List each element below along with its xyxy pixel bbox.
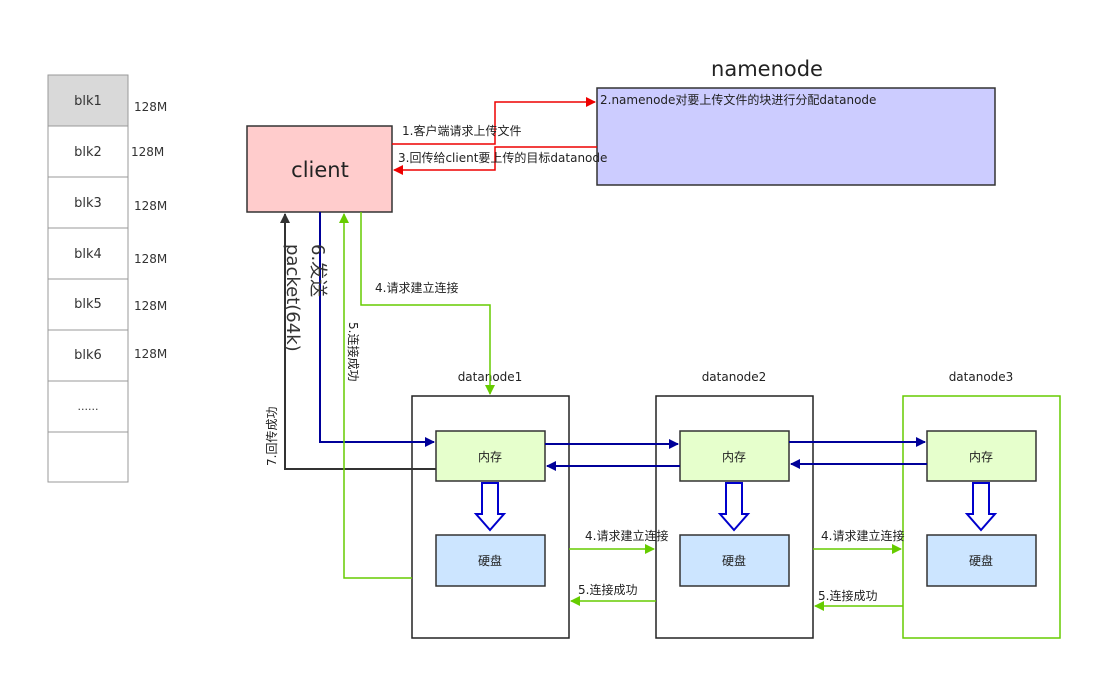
datanode3-memory-label: 内存	[969, 450, 993, 464]
block-size: 128M	[134, 299, 167, 313]
client-box	[246, 125, 393, 213]
datanode3-disk-label: 硬盘	[969, 553, 993, 568]
namenode-title: namenode	[711, 57, 823, 81]
namenode-description: 2.namenode对要上传文件的块进行分配datanode	[600, 92, 876, 107]
datanode1-disk	[435, 534, 546, 587]
block-cell-2	[47, 125, 129, 178]
step6-label-line2: packet(64k)	[282, 244, 303, 352]
block-size: 128M	[134, 347, 167, 361]
send-packet-arrow	[319, 212, 435, 447]
request-upload-arrow	[392, 97, 596, 145]
step1-label: 1.客户端请求上传文件	[402, 123, 521, 138]
datanode3-disk	[926, 534, 1037, 587]
datanode2-title: datanode2	[702, 370, 767, 384]
step3-label: 3.回传给client要上传的目标datanode	[398, 150, 607, 165]
block-cell-6	[47, 329, 129, 382]
datanode2-memory-label: 内存	[722, 450, 746, 464]
block-list: blk1 blk2 blk3 blk4 blk5 blk6 ...... 128…	[47, 74, 167, 483]
step6-label-line1: 6.发送	[307, 244, 328, 297]
datanode1-disk-label: 硬盘	[478, 553, 502, 568]
namenode-box	[596, 87, 996, 186]
datanode1-memory	[435, 430, 546, 482]
step4-client-label: 4.请求建立连接	[375, 280, 458, 295]
datanode1-memory-label: 内存	[478, 450, 502, 464]
block-label: blk6	[74, 348, 102, 363]
step5-dn21-label: 5.连接成功	[578, 582, 637, 597]
step5-client-label: 5.连接成功	[346, 322, 361, 381]
return-success-arrow	[280, 213, 436, 470]
return-datanodes-arrow	[393, 146, 597, 175]
block-size: 128M	[134, 100, 167, 114]
block-label: blk3	[74, 196, 102, 211]
connect-success-client-arrow	[339, 213, 412, 579]
step5-dn32-label: 5.连接成功	[818, 588, 877, 603]
connect-request-client-arrow	[360, 212, 495, 395]
step7-label: 7.回传成功	[264, 407, 279, 466]
datanode3-flush-arrow	[964, 482, 998, 532]
datanode2-disk	[679, 534, 790, 587]
block-label: blk1	[74, 94, 102, 109]
datanode2-disk-label: 硬盘	[722, 553, 746, 568]
block-label: blk2	[74, 145, 102, 160]
block-size: 128M	[131, 145, 164, 159]
block-cell-3	[47, 176, 129, 229]
datanode2-flush-arrow	[717, 482, 751, 532]
datanode3-memory	[926, 430, 1037, 482]
block-cell-8	[47, 431, 129, 483]
block-cell-1	[47, 74, 129, 127]
datanode2-memory	[679, 430, 790, 482]
block-cell-4	[47, 227, 129, 280]
datanode1-flush-arrow	[473, 482, 507, 532]
client-label: client	[291, 158, 349, 182]
block-size: 128M	[134, 252, 167, 266]
block-label: blk5	[74, 297, 102, 312]
block-size: 128M	[134, 199, 167, 213]
block-label: blk4	[74, 247, 102, 262]
step4-dn23-label: 4.请求建立连接	[821, 528, 904, 543]
step4-dn12-label: 4.请求建立连接	[585, 528, 668, 543]
block-label: ......	[78, 400, 99, 413]
datanode3-title: datanode3	[949, 370, 1014, 384]
